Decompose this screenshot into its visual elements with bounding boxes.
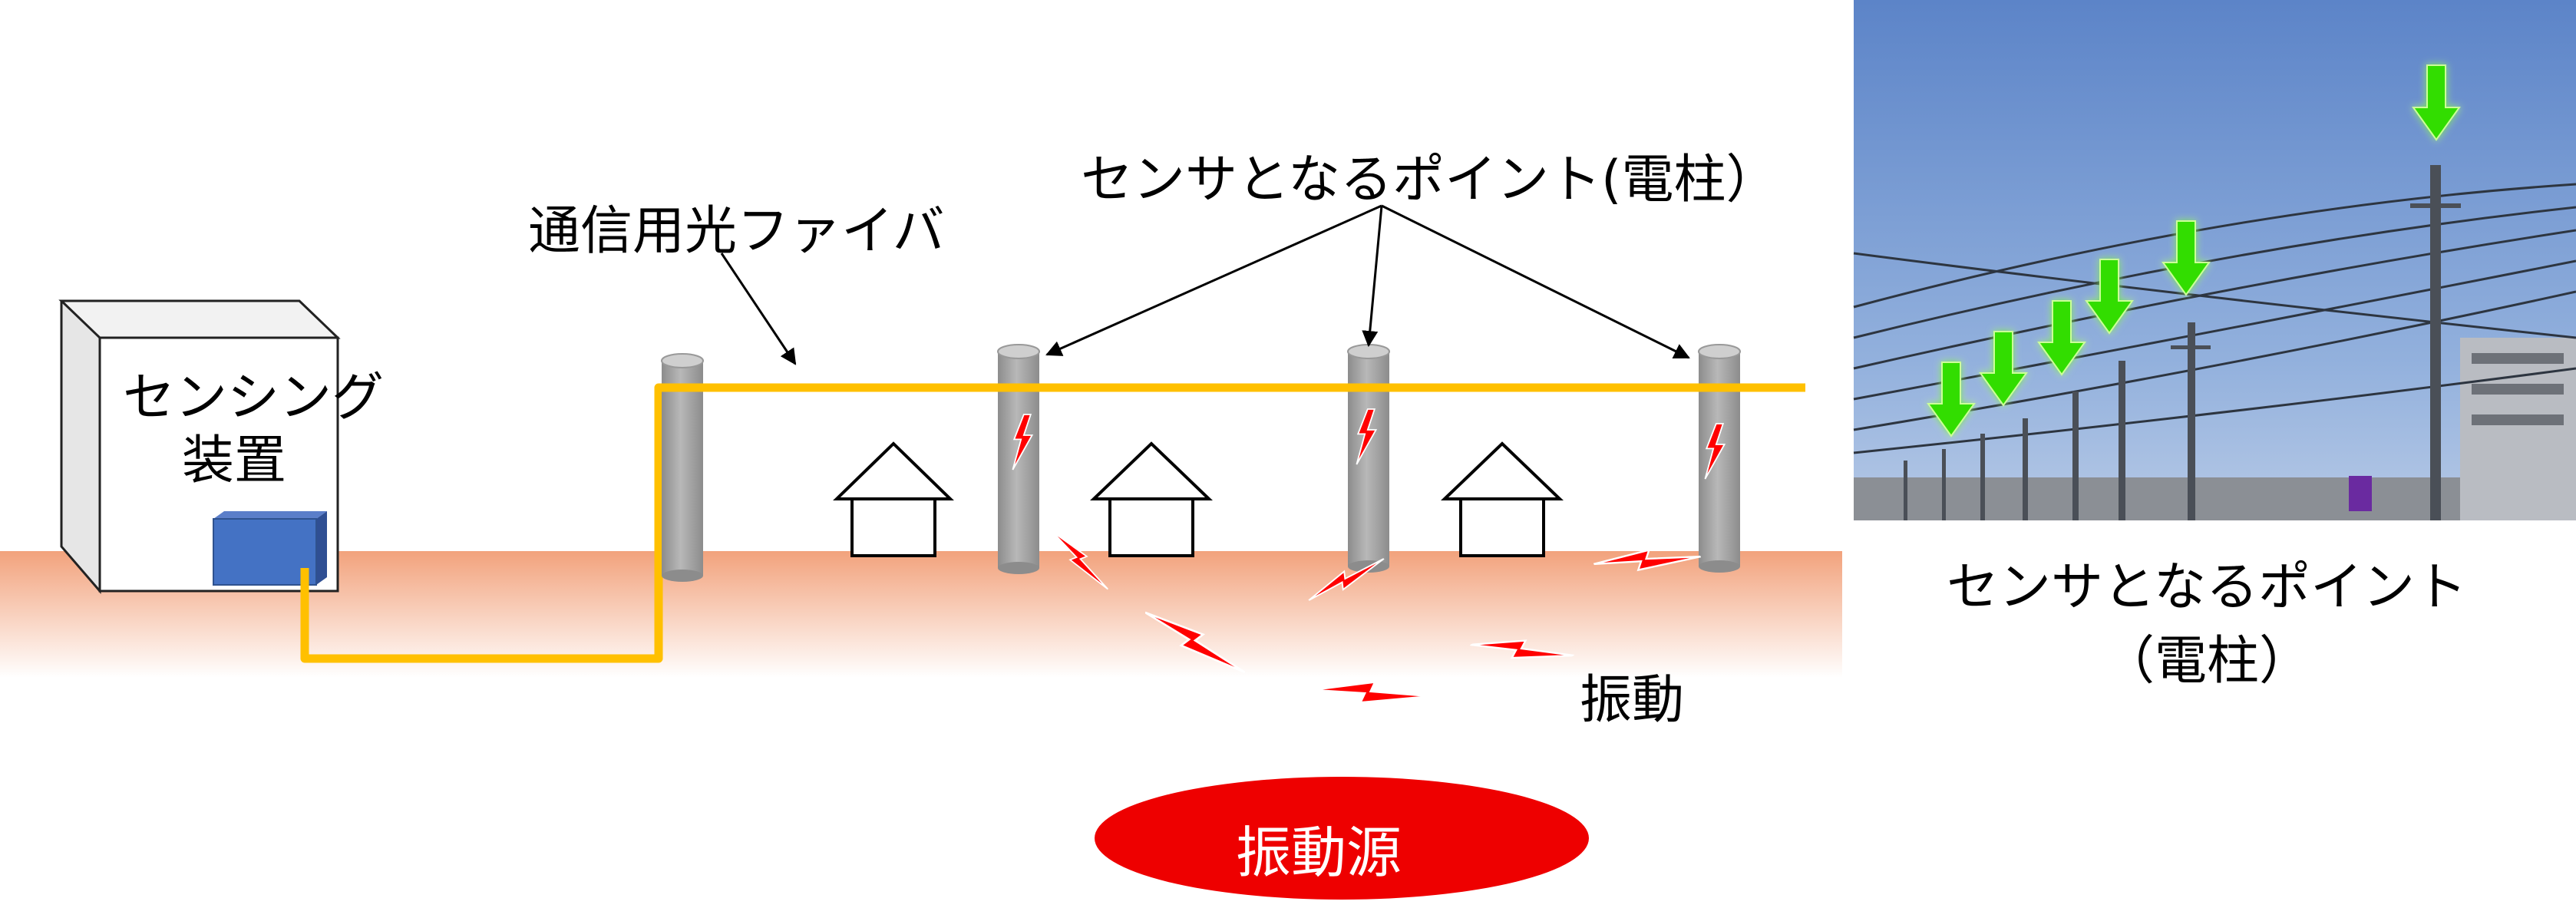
fiber-label: 通信用光ファイバ xyxy=(528,201,945,262)
sensor-point-label: センサとなるポイント(電柱） xyxy=(1081,150,1778,210)
house-icon xyxy=(1090,441,1213,557)
pole-pointer-arrow xyxy=(1045,204,1382,356)
vibration-label: 振動 xyxy=(1580,670,1685,731)
down-arrow-icon xyxy=(2412,64,2461,141)
pole-1 xyxy=(661,353,704,582)
house-icon xyxy=(833,441,954,557)
vibration-source-label: 振動源 xyxy=(1236,821,1402,885)
fiber-pointer-arrow xyxy=(720,253,797,365)
down-arrow-icon xyxy=(1927,362,1976,438)
photo-caption: センサとなるポイント （電柱） xyxy=(1861,551,2552,698)
down-arrow-icon xyxy=(2162,220,2211,296)
down-arrow-icon xyxy=(2085,259,2134,335)
sensing-device xyxy=(58,299,341,595)
photo-caption-line2: （電柱） xyxy=(2102,631,2311,692)
sensing-device-label-line2: 装置 xyxy=(181,431,286,491)
down-arrow-icon xyxy=(1979,331,2028,407)
utility-pole-photo xyxy=(1853,0,2576,520)
photo-caption-line1: センサとなるポイント xyxy=(1947,557,2467,618)
vibration-source xyxy=(1095,777,1589,900)
down-arrow-icon xyxy=(2037,300,2086,376)
pole-pointer-arrow xyxy=(1381,204,1690,359)
pole-pointer-arrow xyxy=(1362,205,1383,348)
pole-3 xyxy=(1347,344,1390,573)
sensing-device-label: センシング 装置 xyxy=(123,367,385,493)
sensing-device-label-line1: センシング xyxy=(123,368,385,428)
pole-4 xyxy=(1698,344,1741,573)
house-icon xyxy=(1441,441,1564,557)
device-unit xyxy=(213,511,327,586)
